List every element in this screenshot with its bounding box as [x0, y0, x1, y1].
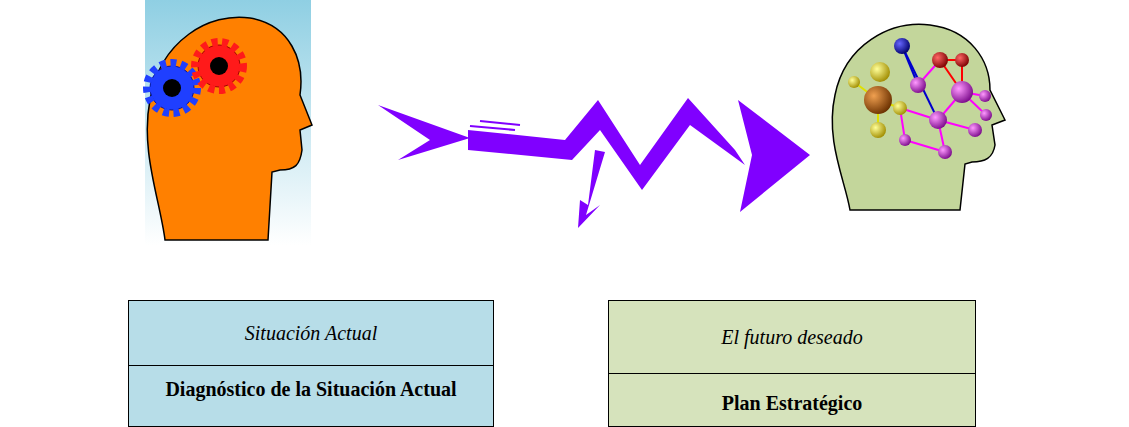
table-cell: Diagnóstico de la Situación Actual — [129, 366, 493, 410]
atom — [899, 134, 911, 146]
gear-hub — [163, 79, 181, 97]
atom — [893, 101, 907, 115]
zigzag-arrow — [378, 98, 810, 228]
red-gear — [195, 42, 243, 90]
molecule-atoms — [848, 38, 992, 159]
cell-divider — [609, 373, 975, 374]
table-box: Situación ActualDiagnóstico de la Situac… — [128, 300, 494, 427]
box-heading: Situación Actual — [245, 322, 377, 345]
head-silhouette — [832, 24, 1005, 210]
table-box: El futuro deseadoPlan Estratégico — [608, 300, 976, 427]
table-cell: Plan Estratégico — [609, 374, 975, 418]
atom — [968, 123, 982, 137]
atom — [848, 76, 860, 88]
gear-hub — [210, 57, 228, 75]
atom — [951, 81, 973, 103]
gear-teeth — [147, 63, 197, 113]
table-cell: El futuro deseado — [609, 301, 975, 373]
speed-line — [480, 121, 520, 125]
gear-teeth — [195, 42, 243, 90]
cell-divider — [129, 365, 493, 366]
head-silhouette — [147, 17, 312, 240]
atom — [938, 145, 952, 159]
blue-gear — [147, 63, 197, 113]
box-body: Plan Estratégico — [722, 392, 863, 415]
molecule-bonds — [854, 46, 986, 152]
arrow-head — [738, 100, 810, 212]
network-head — [832, 24, 1005, 210]
atom — [910, 77, 926, 93]
box-heading: El futuro deseado — [721, 326, 862, 349]
atom — [894, 38, 910, 54]
arrow-fletching — [378, 105, 470, 160]
atom — [870, 62, 890, 82]
atom — [929, 111, 947, 129]
atom — [870, 122, 886, 138]
atom — [932, 52, 948, 68]
table-cell: Situación Actual — [129, 301, 493, 365]
arrow-shaft — [468, 98, 745, 190]
lightning-spark — [578, 150, 605, 228]
atom — [979, 90, 991, 102]
atom — [955, 53, 969, 67]
speed-line — [470, 126, 515, 130]
head-background — [145, 0, 311, 245]
atom — [864, 86, 892, 114]
thinking-head — [145, 0, 312, 245]
box-body: Diagnóstico de la Situación Actual — [165, 378, 456, 401]
atom — [980, 109, 992, 121]
